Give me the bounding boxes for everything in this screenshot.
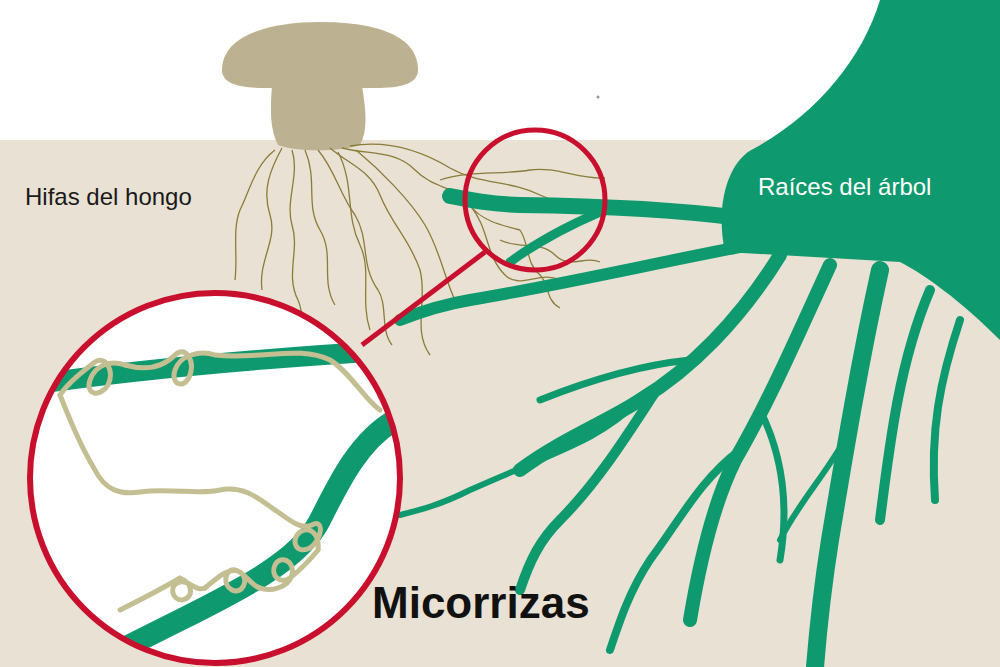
zoom-leader xyxy=(362,252,485,345)
zoom-ring xyxy=(30,293,400,663)
diagram-title: Micorrizas xyxy=(372,577,590,630)
fungus-label: Hifas del hongo xyxy=(25,183,192,212)
zoom-spot xyxy=(465,130,605,270)
dot xyxy=(597,96,600,99)
zoom-detail xyxy=(30,350,400,665)
root-label: Raíces del árbol xyxy=(758,173,931,202)
mushroom xyxy=(222,22,418,150)
